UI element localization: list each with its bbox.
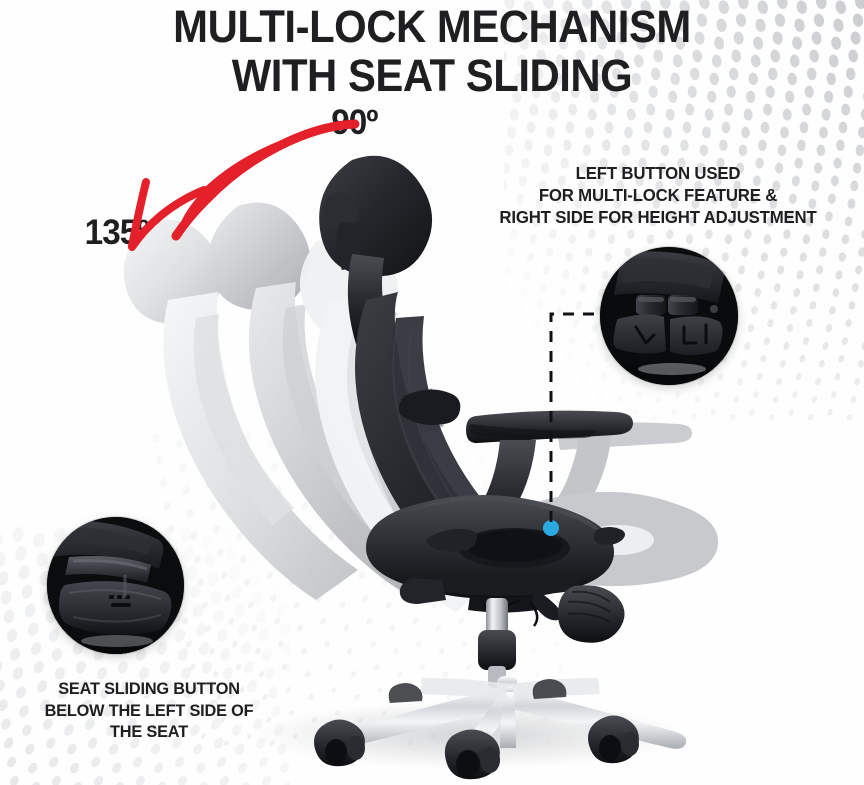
inset-photo-seat-slide-lever[interactable] [47, 517, 184, 654]
inset-photo-multilock-levers[interactable] [600, 247, 738, 385]
headline-line-2: WITH SEAT SLIDING [231, 50, 633, 101]
callout-right-caption: LEFT BUTTON USED FOR MULTI-LOCK FEATURE … [463, 162, 853, 228]
callout-left-line-3: THE SEAT [110, 722, 188, 741]
callout-left-caption: SEAT SLIDING BUTTON BELOW THE LEFT SIDE … [14, 678, 285, 743]
page-title: MULTI-LOCK MECHANISM WITH SEAT SLIDING [0, 2, 864, 100]
callout-right-line-1: LEFT BUTTON USED [575, 163, 741, 183]
callout-left-line-2: BELOW THE LEFT SIDE OF [44, 700, 254, 720]
callout-right-line-2: FOR MULTI-LOCK FEATURE & [538, 185, 778, 205]
headline-line-1: MULTI-LOCK MECHANISM [173, 1, 691, 52]
callout-left-line-1: SEAT SLIDING BUTTON [58, 679, 240, 698]
angle-label-reclined: 135º [84, 213, 150, 252]
callout-right-line-3: RIGHT SIDE FOR HEIGHT ADJUSTMENT [499, 207, 817, 227]
angle-label-upright: 90º [331, 103, 378, 142]
